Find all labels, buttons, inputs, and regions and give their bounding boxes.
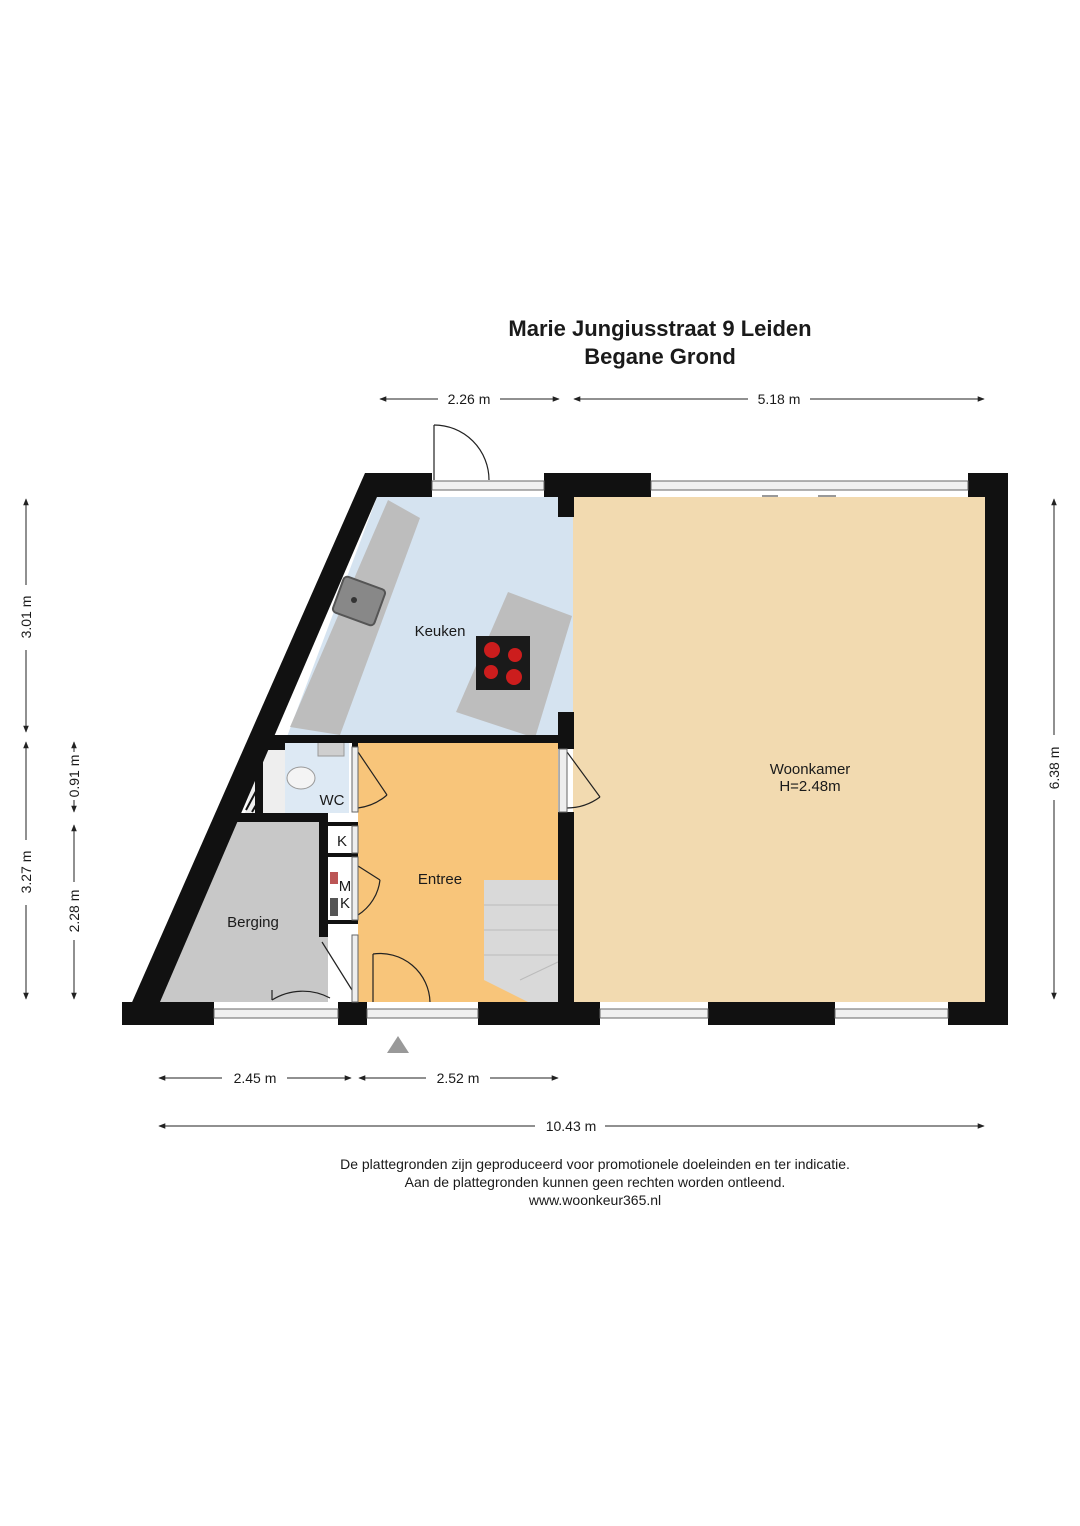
stairs <box>484 880 559 1002</box>
room-label-storage: Berging <box>227 914 279 931</box>
storage-floor <box>160 822 328 1002</box>
dim-top-kitchen: 2.26 m <box>448 391 491 407</box>
room-label-cupboard: K <box>337 833 347 850</box>
floor-title: Begane Grond <box>584 344 736 369</box>
living-floor <box>573 497 985 1002</box>
sink-icon <box>331 575 387 627</box>
toilet-icon <box>286 741 345 790</box>
dim-left-storage: 2.28 m <box>66 890 82 933</box>
dim-bottom-entrance: 2.52 m <box>437 1070 480 1086</box>
doors <box>271 424 601 1003</box>
windows <box>213 480 969 1019</box>
disclaimer-line-2: Aan de plattegronden kunnen geen rechten… <box>404 1174 786 1190</box>
website-link: www.woonkeur365.nl <box>528 1192 662 1208</box>
cooktop-icon <box>476 636 530 690</box>
dim-bottom-storage: 2.45 m <box>234 1070 277 1086</box>
dim-right-total: 6.38 m <box>1046 747 1062 790</box>
room-label-wc: WC <box>320 792 345 809</box>
room-label-living: Woonkamer <box>770 761 851 778</box>
disclaimer-line-1: De plattegronden zijn geproduceerd voor … <box>340 1156 850 1172</box>
dim-left-lower: 3.27 m <box>18 851 34 894</box>
dim-left-wc: 0.91 m <box>66 755 82 798</box>
entrance-arrow-icon <box>387 1036 409 1053</box>
door-frames <box>351 746 568 1003</box>
dim-bottom-total: 10.43 m <box>546 1118 597 1134</box>
room-label-meter-m: M <box>339 878 352 895</box>
dim-left-upper: 3.01 m <box>18 596 34 639</box>
meter-icon <box>330 872 338 916</box>
room-label-meter-k: K <box>340 895 350 912</box>
shaft-hatch <box>245 779 263 813</box>
room-label-entrance: Entree <box>418 871 462 888</box>
walls <box>122 473 1008 1025</box>
page-title: Marie Jungiusstraat 9 Leiden <box>508 316 812 341</box>
room-label-kitchen: Keuken <box>415 623 466 640</box>
room-label-living-height: H=2.48m <box>779 778 840 795</box>
dim-top-living: 5.18 m <box>758 391 801 407</box>
dimension-lines <box>23 396 1057 1129</box>
